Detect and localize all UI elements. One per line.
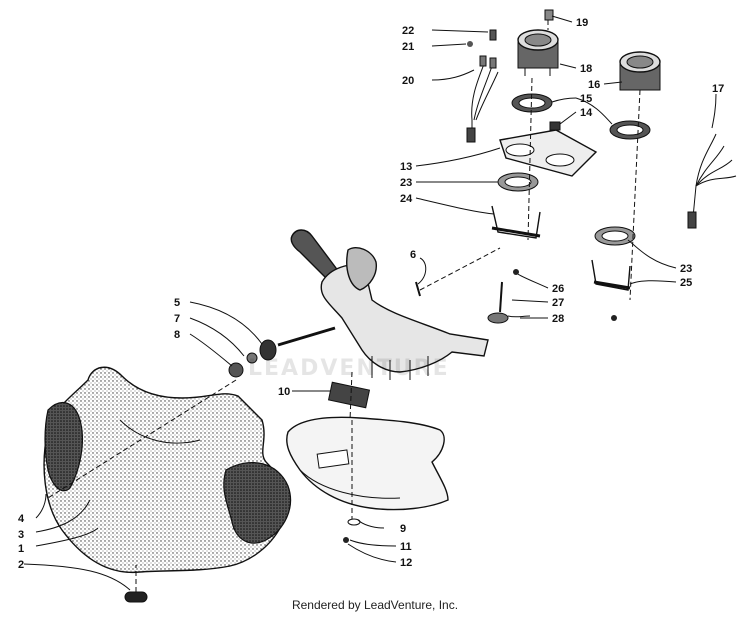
- callout-26: 26: [552, 283, 564, 295]
- callout-4: 4: [18, 513, 25, 525]
- bracket-right: [591, 259, 631, 291]
- windshield: [43, 366, 292, 574]
- callout-15: 15: [580, 93, 592, 105]
- callout-labels: 1 2 3 4 5 6 7 8 9 10 11 12 13 14 15 16 1…: [18, 17, 724, 571]
- callout-3: 3: [18, 529, 24, 541]
- decal-plate: [327, 381, 371, 409]
- callout-12: 12: [400, 557, 412, 569]
- callout-17: 17: [712, 83, 724, 95]
- callout-2: 2: [18, 559, 24, 571]
- headlight-pod: [286, 416, 449, 520]
- callout-16: 16: [588, 79, 600, 91]
- callout-5: 5: [174, 297, 180, 309]
- nut-left: [513, 269, 519, 275]
- callout-27: 27: [552, 297, 564, 309]
- footer-credit: Rendered by LeadVenture, Inc.: [291, 598, 459, 612]
- alignment-lines: [47, 77, 641, 499]
- screw: [415, 281, 421, 297]
- callout-20: 20: [402, 75, 414, 87]
- callout-11: 11: [400, 541, 412, 553]
- callout-23: 23: [400, 177, 412, 189]
- clip: [549, 121, 561, 131]
- callout-6: 6: [410, 249, 416, 261]
- light-socket: [487, 281, 531, 324]
- windshield-bolt: [124, 565, 148, 603]
- callout-19: 19: [576, 17, 588, 29]
- callout-22: 22: [402, 25, 414, 37]
- callout-14: 14: [580, 107, 593, 119]
- gauge-plate: [499, 129, 598, 177]
- callout-1: 1: [18, 543, 24, 555]
- watermark: LEADVENTURE: [248, 356, 450, 381]
- wiring-harness-right: [687, 133, 737, 229]
- bracket-left: [491, 205, 541, 239]
- callout-8: 8: [174, 329, 180, 341]
- callout-25: 25: [680, 277, 692, 289]
- pivot-bolt: [228, 326, 336, 378]
- callout-23-right: 23: [680, 263, 692, 275]
- callout-13: 13: [400, 161, 412, 173]
- callout-9: 9: [400, 523, 406, 535]
- gauge-left: [517, 9, 559, 76]
- wiring-harness-left: [466, 55, 499, 143]
- callout-10: 10: [278, 386, 290, 398]
- terminal: [467, 41, 473, 47]
- gauge-right: [619, 51, 661, 91]
- nut: [343, 537, 349, 543]
- callout-21: 21: [402, 41, 414, 53]
- callout-24: 24: [400, 193, 413, 205]
- nut-right: [611, 315, 617, 321]
- leader-lines: [23, 15, 717, 591]
- callout-18: 18: [580, 63, 592, 75]
- callout-28: 28: [552, 313, 564, 325]
- handlebar-assembly: [290, 229, 489, 380]
- callout-7: 7: [174, 313, 180, 325]
- connector: [489, 29, 497, 41]
